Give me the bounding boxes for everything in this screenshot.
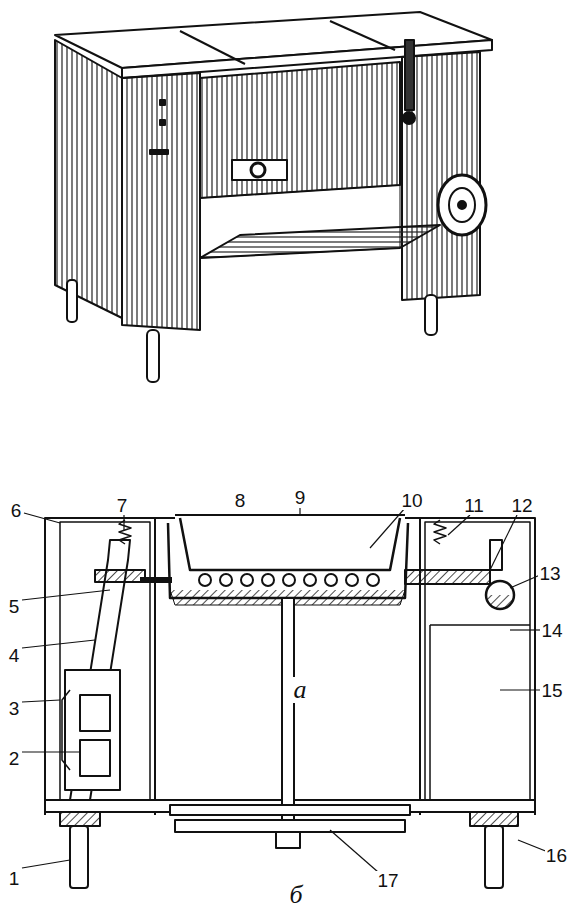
callout-number: 3 [8,699,21,718]
leader-lines [22,508,548,872]
view-letter: а [293,677,308,703]
callout-number: 13 [538,564,561,583]
view-letter: б [288,882,303,908]
callout-number: 7 [116,496,129,515]
callout-number: 8 [234,491,247,510]
cabinet-view [55,12,492,382]
callout-number: 15 [540,681,563,700]
callout-number: 16 [545,846,568,865]
callout-number: 14 [540,621,563,640]
callout-number: 6 [10,501,23,520]
callout-number: 11 [463,496,485,515]
callout-number: 9 [294,488,307,507]
callout-number: 1 [8,869,21,888]
section-view [45,515,535,888]
callout-number: 2 [8,749,21,768]
callout-number: 17 [376,871,399,890]
callout-number: 5 [8,597,21,616]
callout-number: 10 [400,491,423,510]
callout-number: 4 [8,646,21,665]
callout-number: 12 [510,496,533,515]
